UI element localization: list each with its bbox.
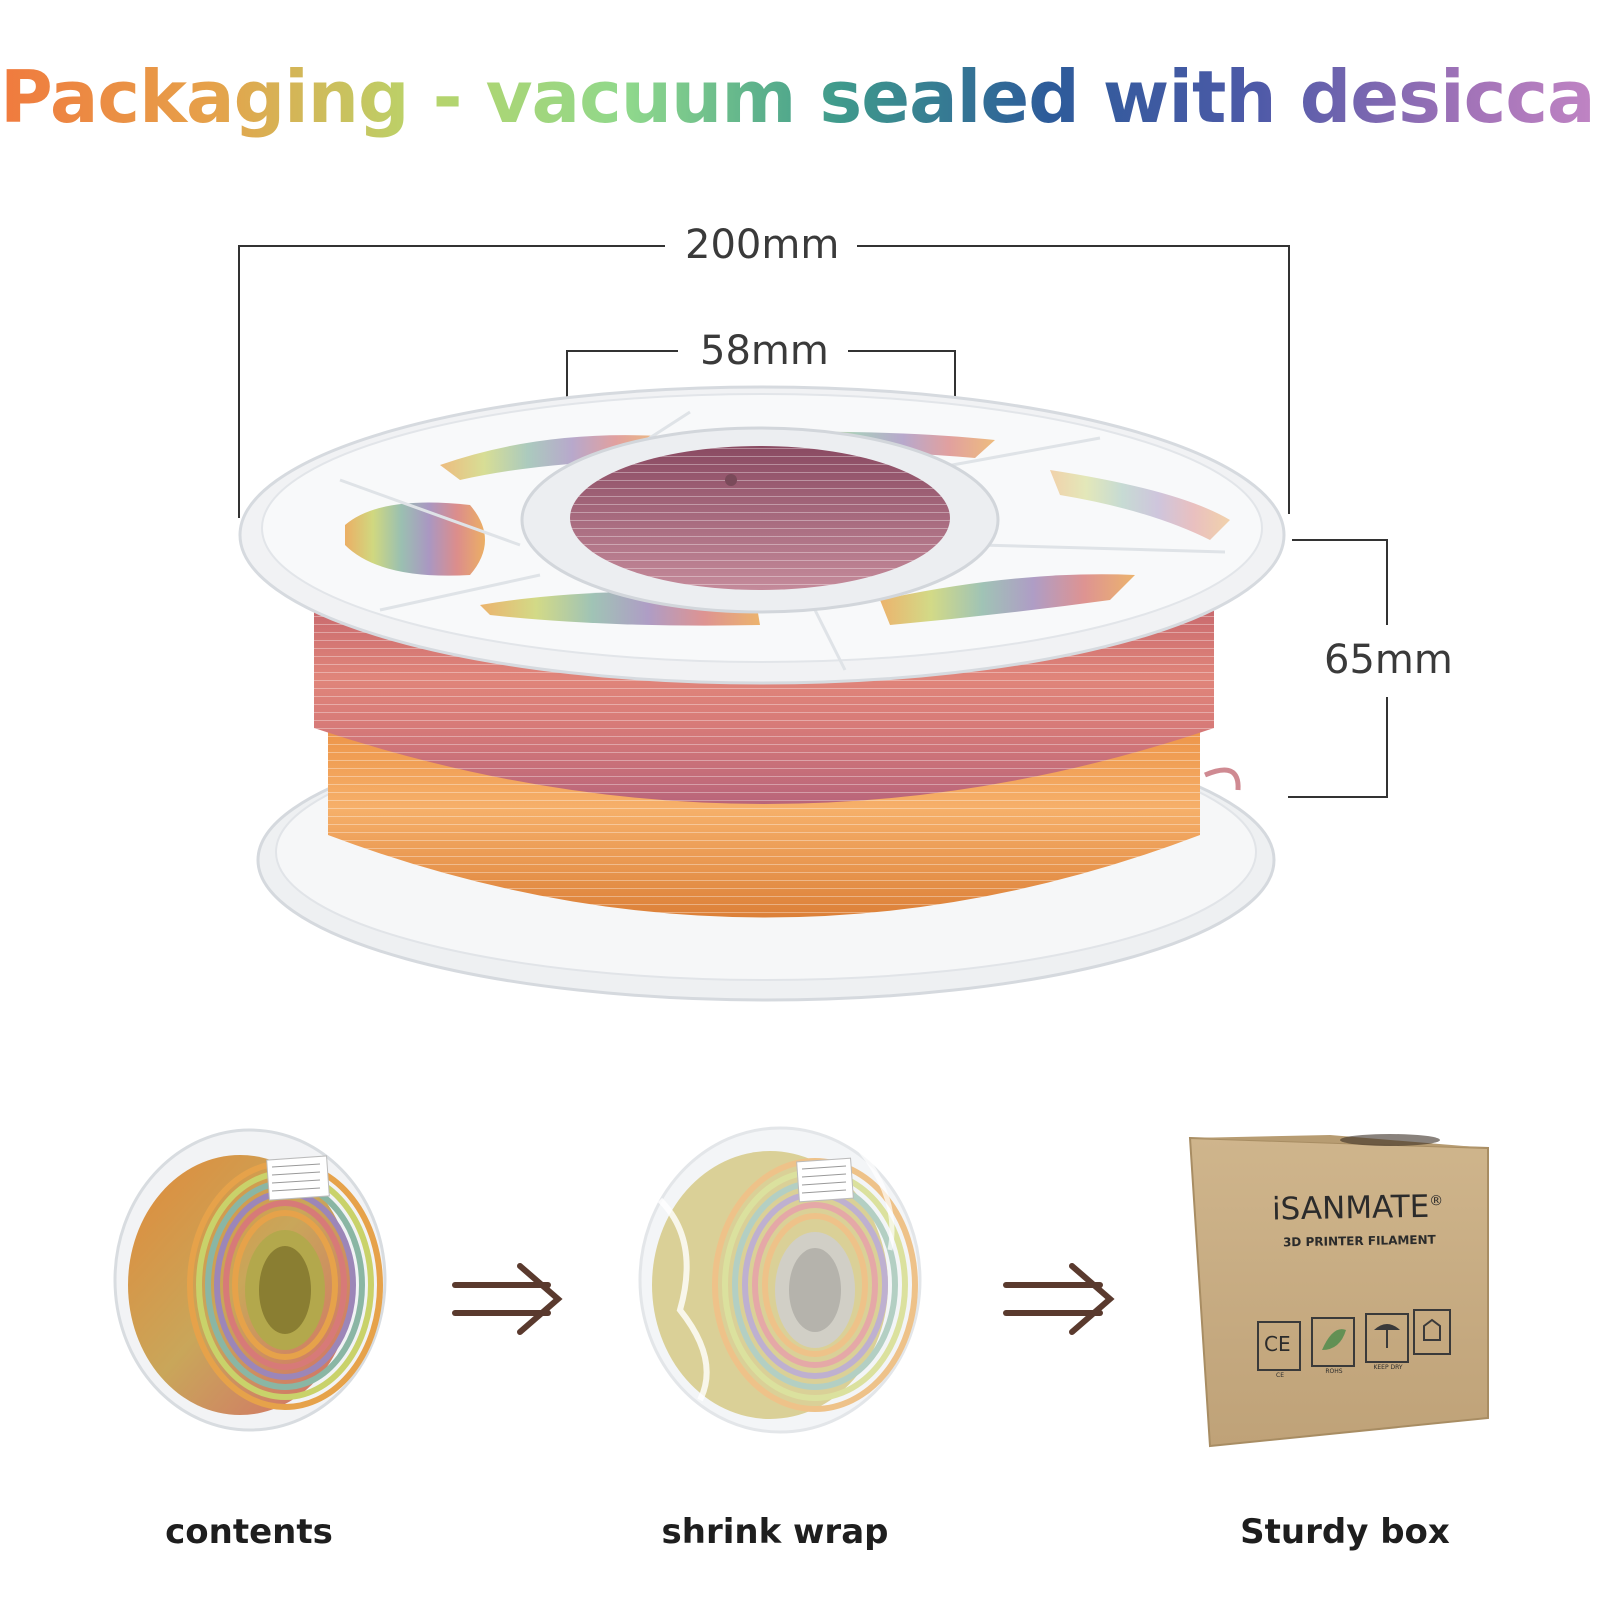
main-spool [238, 385, 1286, 1002]
dimension-outer-diameter [238, 245, 1290, 518]
dimension-width [1288, 539, 1388, 798]
inner-diameter-label: 58mm [692, 328, 837, 374]
caption-sturdy-box: Sturdy box [1240, 1512, 1450, 1552]
arrow-shrink-wrap-to-box [1003, 1263, 1115, 1335]
box-cert-label-keep-dry: KEEP DRY [1373, 1364, 1403, 1371]
box-subtitle: 3D PRINTER FILAMENT [1282, 1232, 1436, 1250]
width-label: 65mm [1316, 637, 1461, 683]
outer-diameter-label: 200mm [677, 222, 848, 268]
caption-shrink-wrap: shrink wrap [661, 1512, 889, 1552]
box-ce-mark: CE [1264, 1332, 1291, 1356]
sturdy-box-image [1188, 1134, 1489, 1448]
shrink-wrap-spool-image [633, 1120, 927, 1440]
contents-spool-image [113, 1128, 387, 1432]
box-brand-name: iSANMATE [1271, 1188, 1430, 1228]
box-cert-label-rohs: ROHS [1325, 1368, 1343, 1375]
box-brand: iSANMATE® [1272, 1189, 1444, 1228]
arrow-contents-to-shrink-wrap [452, 1263, 563, 1335]
box-cert-label-ce: CE [1276, 1372, 1284, 1379]
page-title: Packaging - vacuum sealed with desiccant [0, 55, 1600, 139]
page-title-text: Packaging - vacuum sealed with desiccant [0, 55, 1600, 139]
box-cert-icons [1257, 1309, 1451, 1371]
box-registered-mark: ® [1429, 1193, 1444, 1210]
caption-contents: contents [165, 1512, 333, 1552]
